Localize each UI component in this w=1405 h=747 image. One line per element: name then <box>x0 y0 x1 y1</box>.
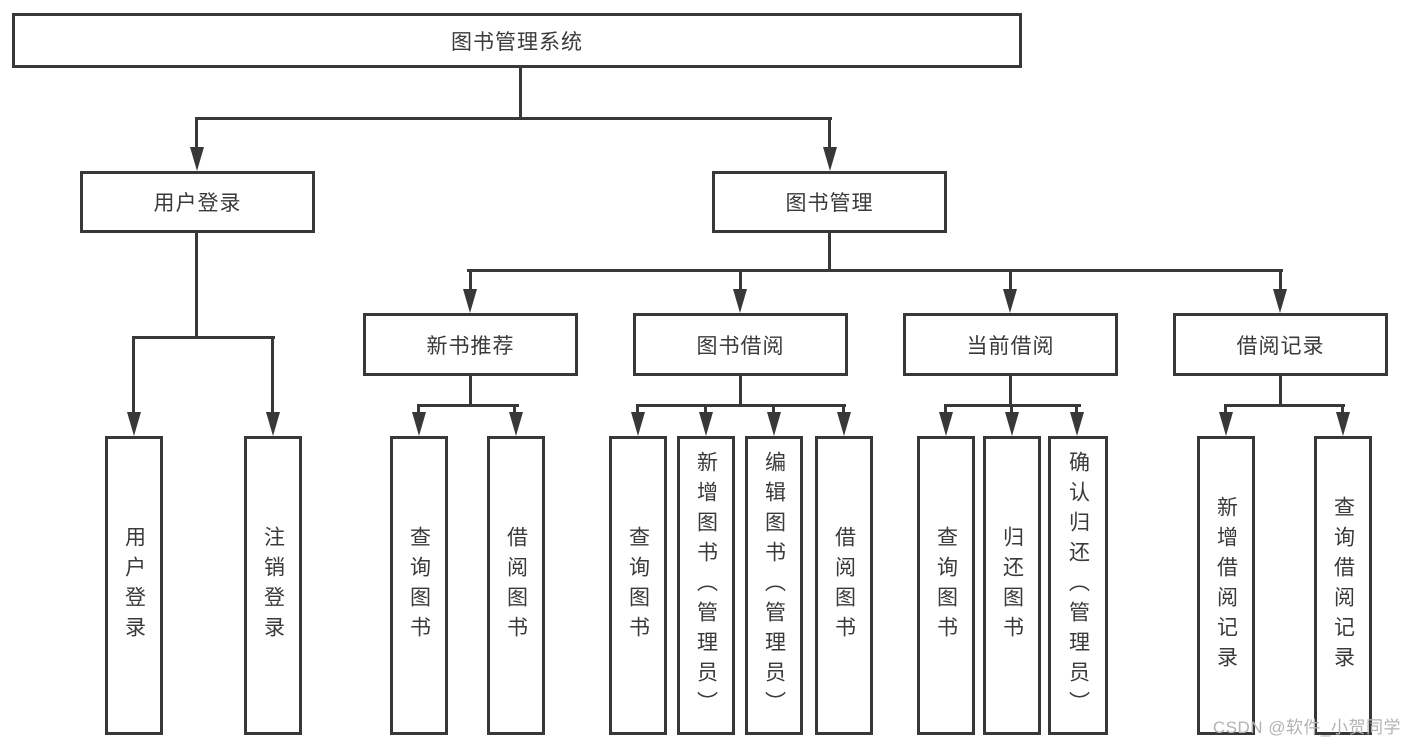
arrowhead-down-icon <box>1070 412 1084 436</box>
arrowhead-down-icon <box>1005 412 1019 436</box>
node-user-login: 用户登录 <box>80 171 315 233</box>
leaf-logout: 注销登录 <box>244 436 302 735</box>
connector-line <box>417 404 519 407</box>
leaf-label: 归还图书 <box>1000 525 1024 646</box>
leaf-recommend-query-books: 查询图书 <box>390 436 448 735</box>
arrowhead-down-icon <box>190 147 204 171</box>
connector-line <box>704 404 707 416</box>
leaf-borrowing-edit-books-admin: 编辑图书（管理员） <box>745 436 803 735</box>
arrowhead-down-icon <box>823 147 837 171</box>
leaf-recommend-borrow-books: 借阅图书 <box>487 436 545 735</box>
arrowhead-down-icon <box>463 289 477 313</box>
leaf-label: 注销登录 <box>261 525 285 646</box>
leaf-label: 编辑图书（管理员） <box>762 450 786 721</box>
connector-line <box>1279 269 1282 293</box>
connector-line <box>1279 376 1282 406</box>
leaf-label: 查询图书 <box>626 525 650 646</box>
connector-line <box>469 376 472 406</box>
leaf-user-login: 用户登录 <box>105 436 163 735</box>
connector-line <box>195 117 198 150</box>
node-current-borrowing: 当前借阅 <box>903 313 1118 376</box>
leaf-label: 借阅图书 <box>504 525 528 646</box>
leaf-current-query-books: 查询图书 <box>917 436 975 735</box>
csdn-watermark: CSDN @软件_小贺同学 <box>1212 718 1401 737</box>
connector-line <box>1009 376 1012 406</box>
connector-line <box>513 404 516 416</box>
connector-line <box>195 233 198 338</box>
connector-line <box>519 66 522 118</box>
connector-line <box>469 269 472 293</box>
leaf-label: 确认归还（管理员） <box>1066 450 1090 721</box>
connector-line <box>417 404 420 416</box>
arrowhead-down-icon <box>767 412 781 436</box>
connector-line <box>828 117 831 150</box>
connector-line <box>636 404 639 416</box>
arrowhead-down-icon <box>939 412 953 436</box>
arrowhead-down-icon <box>699 412 713 436</box>
node-new-book-recommend: 新书推荐 <box>363 313 578 376</box>
connector-line <box>271 336 274 416</box>
leaf-borrowing-add-books-admin: 新增图书（管理员） <box>677 436 735 735</box>
leaf-borrowing-query-books: 查询图书 <box>609 436 667 735</box>
node-book-borrowing: 图书借阅 <box>633 313 848 376</box>
leaf-records-add-record: 新增借阅记录 <box>1197 436 1255 735</box>
arrowhead-down-icon <box>631 412 645 436</box>
leaf-current-return-books: 归还图书 <box>983 436 1041 735</box>
connector-line <box>196 117 832 120</box>
arrowhead-down-icon <box>837 412 851 436</box>
arrowhead-down-icon <box>1003 289 1017 313</box>
node-book-management: 图书管理 <box>712 171 947 233</box>
arrowhead-down-icon <box>412 412 426 436</box>
connector-line <box>842 404 845 416</box>
connector-line <box>467 269 1283 272</box>
leaf-label: 查询借阅记录 <box>1331 495 1355 676</box>
arrowhead-down-icon <box>733 289 747 313</box>
connector-line <box>1075 404 1078 416</box>
connector-line <box>132 336 135 416</box>
leaf-current-confirm-return-admin: 确认归还（管理员） <box>1048 436 1108 735</box>
connector-line <box>1010 404 1013 416</box>
connector-line <box>636 404 846 407</box>
leaf-label: 借阅图书 <box>832 525 856 646</box>
leaf-label: 新增借阅记录 <box>1214 495 1238 676</box>
arrowhead-down-icon <box>1273 289 1287 313</box>
connector-line <box>1009 269 1012 293</box>
arrowhead-down-icon <box>127 412 141 436</box>
arrowhead-down-icon <box>266 412 280 436</box>
connector-line <box>1224 404 1345 407</box>
leaf-label: 查询图书 <box>934 525 958 646</box>
connector-line <box>944 404 947 416</box>
leaf-label: 用户登录 <box>122 525 146 646</box>
leaf-label: 新增图书（管理员） <box>694 450 718 721</box>
leaf-records-query-record: 查询借阅记录 <box>1314 436 1372 735</box>
node-library-management-system: 图书管理系统 <box>12 13 1022 68</box>
connector-line <box>132 336 275 339</box>
connector-line <box>828 233 831 272</box>
leaf-label: 查询图书 <box>407 525 431 646</box>
connector-line <box>739 269 742 293</box>
arrowhead-down-icon <box>1336 412 1350 436</box>
connector-line <box>1224 404 1227 416</box>
arrowhead-down-icon <box>509 412 523 436</box>
connector-line <box>772 404 775 416</box>
node-borrowing-records: 借阅记录 <box>1173 313 1388 376</box>
connector-line <box>1341 404 1344 416</box>
connector-line <box>739 376 742 406</box>
arrowhead-down-icon <box>1219 412 1233 436</box>
leaf-borrowing-borrow-books: 借阅图书 <box>815 436 873 735</box>
